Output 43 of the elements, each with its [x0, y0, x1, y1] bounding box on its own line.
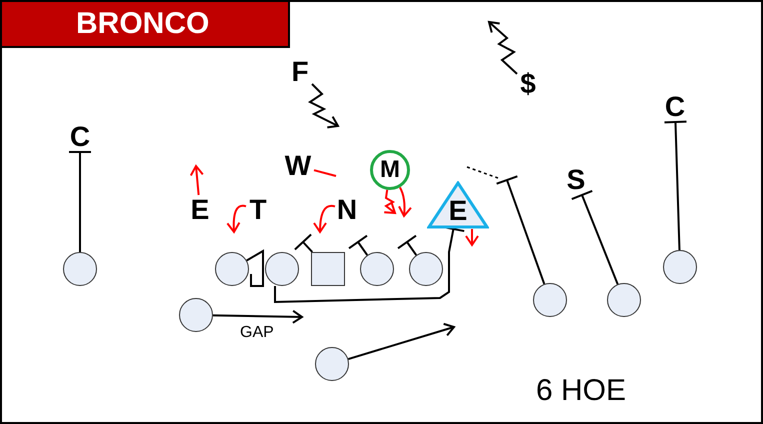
- player-circle: [533, 283, 567, 317]
- player-circle: [63, 252, 97, 286]
- arrow: [348, 322, 455, 360]
- defender-label: F: [288, 57, 312, 87]
- defender-label: N: [335, 195, 359, 225]
- arrow: [488, 21, 518, 75]
- title-banner: BRONCO: [2, 2, 290, 48]
- player-circle: [215, 252, 249, 286]
- player-square: [311, 252, 345, 286]
- player-circle: [265, 252, 299, 286]
- block-line: [294, 234, 313, 253]
- play-label: GAP: [240, 324, 274, 342]
- block-line: [68, 151, 92, 252]
- defender-label: E: [188, 195, 212, 225]
- defender-label: W: [282, 151, 314, 181]
- arrow: [226, 204, 246, 233]
- player-circle: [409, 252, 443, 286]
- defender-label: C: [68, 122, 92, 152]
- defender-triangle: E: [427, 181, 489, 229]
- arrow: [383, 190, 396, 214]
- defender-circle: M: [370, 150, 410, 190]
- player-circle: [315, 347, 349, 381]
- defender-label: S: [564, 165, 588, 195]
- block-line: [348, 234, 368, 256]
- player-circle: [179, 298, 213, 332]
- arrow: [398, 186, 412, 217]
- arrow: [465, 229, 479, 246]
- route-line: [246, 249, 264, 287]
- block-line: [570, 190, 619, 285]
- defender-label: T: [246, 195, 270, 225]
- arrow: [190, 165, 204, 196]
- play-label: 6 HOE: [536, 374, 626, 408]
- block-line: [663, 120, 688, 250]
- block-line: [496, 175, 546, 284]
- player-circle: [360, 252, 394, 286]
- arrow: [212, 310, 303, 324]
- arrow: [308, 83, 339, 128]
- player-circle: [607, 283, 641, 317]
- player-circle: [663, 250, 697, 284]
- block-line: [397, 234, 418, 256]
- defender-label: $: [517, 69, 539, 99]
- route-line: [314, 169, 336, 177]
- defender-label: C: [663, 92, 687, 122]
